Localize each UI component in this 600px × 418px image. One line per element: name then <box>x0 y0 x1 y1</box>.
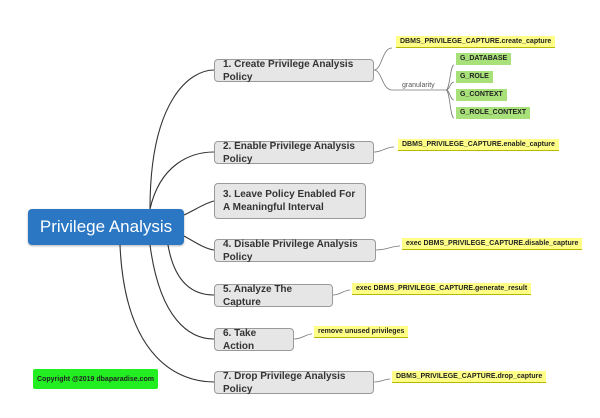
note-generate-result: exec DBMS_PRIVILEGE_CAPTURE.generate_res… <box>352 283 532 295</box>
step-label: 4. Disable Privilege Analysis Policy <box>223 238 358 263</box>
granularity-option: G_ROLE_CONTEXT <box>456 107 531 119</box>
note-create-capture: DBMS_PRIVILEGE_CAPTURE.create_capture <box>396 36 556 48</box>
step-leave-enabled[interactable]: 3. Leave Policy Enabled For A Meaningful… <box>214 183 366 219</box>
step-drop-policy[interactable]: 7. Drop Privilege Analysis Policy <box>214 370 374 395</box>
step-analyze-capture[interactable]: 5. Analyze The Capture <box>214 283 333 308</box>
copyright-badge: Copyright @2019 dbaparadise.com <box>33 369 158 389</box>
step-label: 6. Take Action <box>223 327 257 352</box>
step-label: 5. Analyze The Capture <box>223 283 293 308</box>
granularity-option: G_ROLE <box>456 71 493 83</box>
step-label: 1. Create Privilege Analysis Policy <box>223 58 354 83</box>
note-enable-capture: DBMS_PRIVILEGE_CAPTURE.enable_capture <box>398 139 559 151</box>
step-label: 2. Enable Privilege Analysis Policy <box>223 140 355 165</box>
step-create-policy[interactable]: 1. Create Privilege Analysis Policy <box>214 58 374 83</box>
root-topic[interactable]: Privilege Analysis <box>28 209 184 245</box>
step-disable-policy[interactable]: 4. Disable Privilege Analysis Policy <box>214 238 376 263</box>
granularity-option: G_CONTEXT <box>456 89 507 101</box>
step-enable-policy[interactable]: 2. Enable Privilege Analysis Policy <box>214 140 374 165</box>
step-label: 7. Drop Privilege Analysis Policy <box>223 370 346 395</box>
root-title: Privilege Analysis <box>39 217 173 236</box>
step-take-action[interactable]: 6. Take Action <box>214 327 294 352</box>
note-drop-capture: DBMS_PRIVILEGE_CAPTURE.drop_capture <box>392 371 547 383</box>
step-label: 3. Leave Policy Enabled For A Meaningful… <box>223 189 356 213</box>
granularity-label: granularity <box>402 82 435 89</box>
note-disable-capture: exec DBMS_PRIVILEGE_CAPTURE.disable_capt… <box>402 238 583 250</box>
note-remove-privileges: remove unused privileges <box>314 326 409 338</box>
copyright-text: Copyright @2019 dbaparadise.com <box>37 375 154 383</box>
granularity-option: G_DATABASE <box>456 53 512 65</box>
